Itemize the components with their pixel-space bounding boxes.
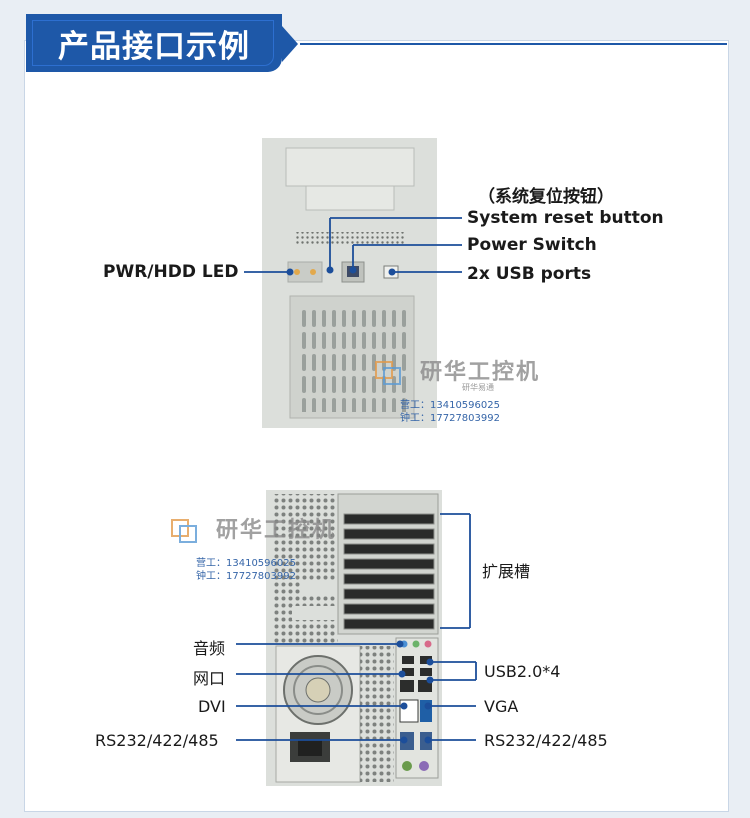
reset-label: System reset button — [467, 208, 664, 228]
rs-right-label: RS232/422/485 — [484, 731, 608, 750]
watermark-contact2: 钟工：17727803992 — [400, 413, 500, 424]
vga-label: VGA — [484, 697, 519, 716]
watermark-contact1: 营工：13410596025 — [400, 400, 500, 411]
power-switch-label: Power Switch — [467, 235, 597, 255]
banner-arrow — [282, 26, 298, 62]
led-label: PWR/HDD LED — [103, 262, 239, 282]
dvi-label: DVI — [198, 697, 226, 716]
banner-border — [32, 20, 274, 66]
usb-ports-label: 2x USB ports — [467, 264, 592, 284]
watermark-contact2-2: 钟工：17727803992 — [196, 571, 296, 582]
watermark-contact1-2: 营工：13410596025 — [196, 558, 296, 569]
front-chassis — [262, 138, 437, 428]
reset-label-cn: （系统复位按钮） — [478, 187, 614, 207]
rs-left-label: RS232/422/485 — [95, 731, 219, 750]
watermark-brand-2: 研华工控机 — [216, 518, 337, 543]
section-title: 产品接口示例 — [58, 28, 250, 65]
watermark-logo — [171, 361, 401, 543]
watermark-sub: 研华易通 — [462, 383, 494, 392]
banner-rule — [300, 43, 727, 45]
watermark-brand: 研华工控机 — [420, 360, 541, 385]
audio-label: 音频 — [193, 639, 226, 658]
rear-leader-lines — [236, 513, 477, 744]
expansion-slot-label: 扩展槽 — [482, 562, 531, 581]
rear-chassis — [266, 490, 442, 786]
section-banner: 产品接口示例 — [26, 14, 282, 72]
usb-label: USB2.0*4 — [484, 662, 561, 681]
front-leader-lines — [244, 217, 462, 276]
lan-label: 网口 — [193, 669, 226, 688]
